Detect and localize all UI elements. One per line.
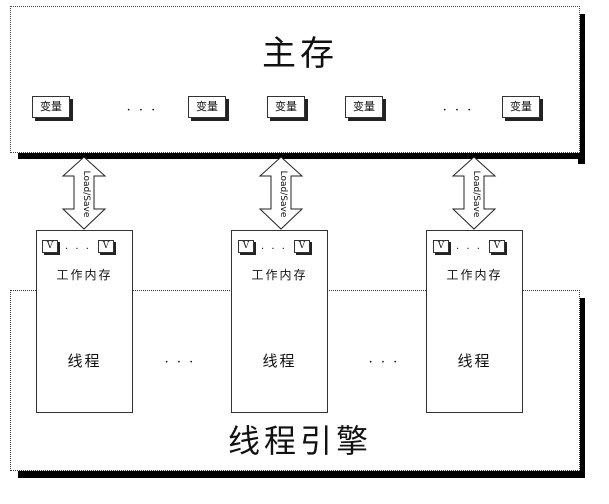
thread-label: 线程 xyxy=(67,352,102,370)
ellipsis: · · · xyxy=(442,103,474,118)
main-variable: 变量 xyxy=(345,96,383,118)
ellipsis: · · · xyxy=(456,244,482,255)
main-memory-shadow-bottom xyxy=(18,152,585,159)
main-variable: 变量 xyxy=(188,96,226,118)
main-memory-title: 主存 xyxy=(262,34,338,74)
thread-label: 线程 xyxy=(457,352,492,370)
ellipsis: · · · xyxy=(261,244,287,255)
main-variable: 变量 xyxy=(32,96,70,118)
ellipsis: · · · xyxy=(65,244,91,255)
engine-shadow-bottom xyxy=(18,470,585,478)
thread-engine-title: 线程引擎 xyxy=(227,422,372,460)
working-variable: V xyxy=(294,240,310,253)
working-variable: V xyxy=(98,240,114,253)
thread-column xyxy=(231,230,328,413)
ellipsis: · · · xyxy=(164,355,196,370)
working-memory-label: 工作内存 xyxy=(56,268,113,282)
working-variable: V xyxy=(238,240,254,253)
ellipsis: · · · xyxy=(126,103,158,118)
main-memory-shadow-right xyxy=(578,14,585,164)
ellipsis: · · · xyxy=(368,355,400,370)
load-save-label: Load/Save xyxy=(278,170,288,218)
engine-shadow-right xyxy=(578,298,585,478)
working-memory-label: 工作内存 xyxy=(251,268,308,282)
main-variable: 变量 xyxy=(267,96,305,118)
working-variable: V xyxy=(42,240,58,253)
load-save-label: Load/Save xyxy=(81,170,91,218)
working-variable: V xyxy=(489,240,505,253)
thread-label: 线程 xyxy=(262,352,297,370)
working-memory-label: 工作内存 xyxy=(446,268,503,282)
working-variable: V xyxy=(433,240,449,253)
thread-column xyxy=(426,230,523,413)
main-variable: 变量 xyxy=(502,96,540,118)
load-save-label: Load/Save xyxy=(471,170,481,218)
main-memory-box xyxy=(10,6,580,153)
thread-column xyxy=(36,230,133,413)
